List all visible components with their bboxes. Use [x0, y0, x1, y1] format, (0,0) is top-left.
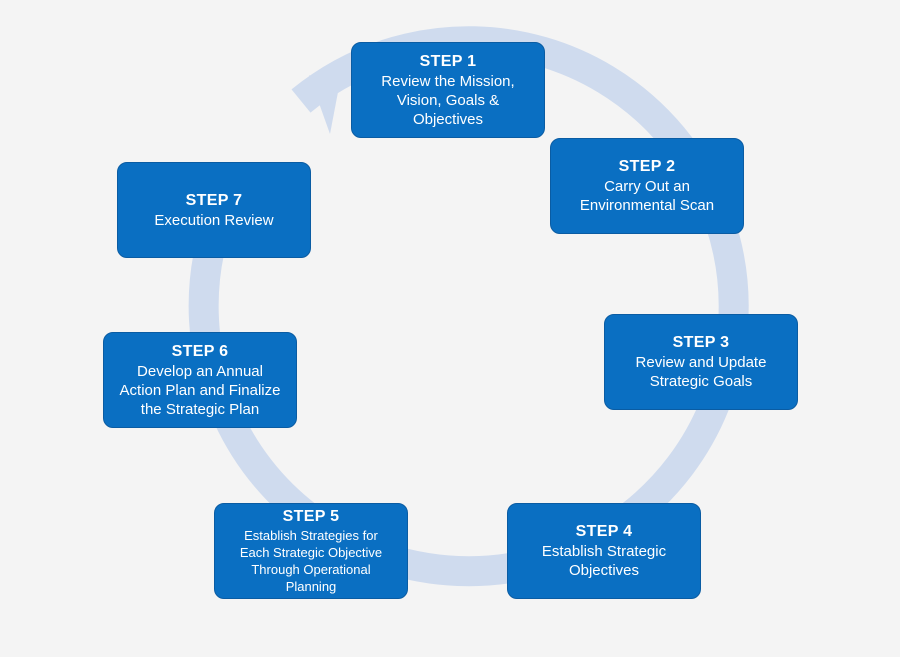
step-7-description: Execution Review [154, 211, 274, 229]
step-4-description: Establish Strategic Objectives [541, 543, 667, 579]
step-2-box: STEP 2 Carry Out an Environmental Scan [550, 138, 744, 234]
step-2-description: Carry Out an Environmental Scan [579, 178, 715, 214]
step-7-box: STEP 7 Execution Review [117, 162, 311, 258]
step-6-description: Develop an Annual Action Plan and Finali… [119, 362, 281, 418]
step-1-description: Review the Mission, Vision, Goals & Obje… [381, 72, 515, 128]
step-6-title: STEP 6 [171, 342, 229, 360]
step-4-box: STEP 4 Establish Strategic Objectives [507, 503, 701, 599]
step-5-title: STEP 5 [282, 508, 340, 525]
step-6-box: STEP 6 Develop an Annual Action Plan and… [103, 332, 297, 428]
step-3-description: Review and Update Strategic Goals [635, 354, 767, 390]
step-1-box: STEP 1 Review the Mission, Vision, Goals… [351, 42, 545, 138]
step-1-title: STEP 1 [419, 52, 477, 70]
step-5-description: Establish Strategies for Each Strategic … [239, 528, 383, 594]
step-2-title: STEP 2 [618, 158, 676, 175]
cycle-arrowhead [309, 75, 338, 134]
step-3-title: STEP 3 [672, 334, 730, 351]
step-5-box: STEP 5 Establish Strategies for Each Str… [214, 503, 408, 599]
step-7-title: STEP 7 [185, 191, 243, 209]
step-4-title: STEP 4 [575, 523, 633, 540]
step-3-box: STEP 3 Review and Update Strategic Goals [604, 314, 798, 410]
